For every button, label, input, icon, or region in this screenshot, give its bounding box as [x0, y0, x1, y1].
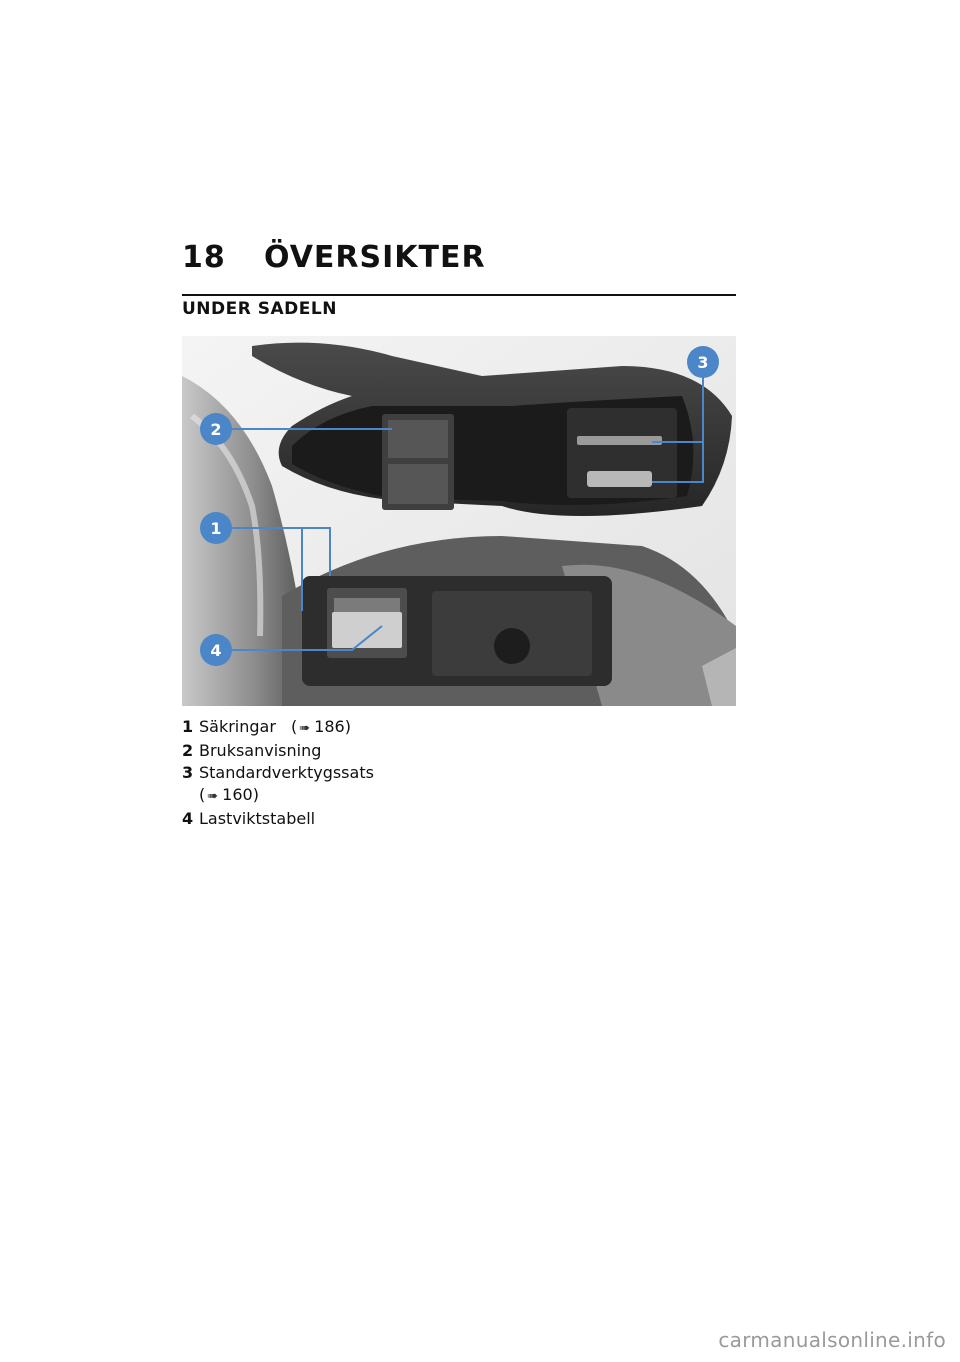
manual-lower — [388, 464, 448, 504]
callout-badge-1: 1 — [200, 512, 232, 544]
legend-number: 4 — [182, 809, 194, 828]
legend-text: Standardverktygssats (➠160) — [199, 762, 482, 808]
header-divider — [182, 294, 736, 296]
callout-badge-2: 2 — [200, 413, 232, 445]
section-title: UNDER SADELN — [182, 299, 337, 319]
page-header: 18 ÖVERSIKTER — [182, 240, 736, 275]
arrow-right-icon: ➠ — [299, 721, 311, 736]
legend-item: 3 Standardverktygssats (➠160) — [182, 762, 482, 808]
tank-panel — [182, 376, 302, 706]
manual-upper — [388, 420, 448, 458]
callout-label-2: 2 — [210, 420, 221, 439]
reference-page[interactable]: 186) — [314, 717, 351, 736]
legend-number: 3 — [182, 763, 194, 782]
legend-label: Standardverktygssats — [199, 763, 374, 782]
callout-badge-3: 3 — [687, 346, 719, 378]
reference-open: ( — [291, 717, 298, 736]
chapter-title: ÖVERSIKTER — [264, 240, 486, 275]
toolkit-tool-2 — [587, 471, 652, 487]
footer-watermark: carmanualsonline.info — [718, 1328, 946, 1352]
callout-label-4: 4 — [210, 641, 221, 660]
callout-label-1: 1 — [210, 519, 221, 538]
reference-open: ( — [199, 785, 206, 804]
toolkit-tool-1 — [577, 436, 662, 445]
storage-detail — [494, 628, 530, 664]
legend-item: 1 Säkringar (➠186) — [182, 716, 482, 740]
legend-item: 2 Bruksanvisning — [182, 740, 482, 762]
tail-light — [702, 648, 736, 706]
legend-label: Lastviktstabell — [199, 809, 316, 828]
legend-label: Bruksanvisning — [199, 741, 322, 760]
legend-text: Säkringar (➠186) — [199, 716, 482, 740]
callout-label-3: 3 — [697, 353, 708, 372]
callout-3-line-b — [652, 442, 704, 483]
page-number: 18 — [182, 240, 226, 275]
callout-1-line-b — [302, 527, 331, 576]
legend-number: 1 — [182, 717, 194, 736]
legend-label: Säkringar — [199, 717, 276, 736]
callout-4-line — [232, 625, 383, 651]
legend-number: 2 — [182, 741, 194, 760]
figure-legend: 1 Säkringar (➠186) 2 Bruksanvisning 3 St… — [182, 716, 482, 830]
callout-badge-4: 4 — [200, 634, 232, 666]
legend-item: 4 Lastviktstabell — [182, 808, 482, 830]
callout-lines — [232, 376, 704, 651]
under-seat-illustration: 1 2 3 4 — [182, 336, 736, 706]
reference-page[interactable]: 160) — [222, 785, 259, 804]
load-table-box — [332, 612, 402, 648]
fuse-box-detail — [334, 598, 400, 612]
arrow-right-icon: ➠ — [207, 789, 219, 804]
